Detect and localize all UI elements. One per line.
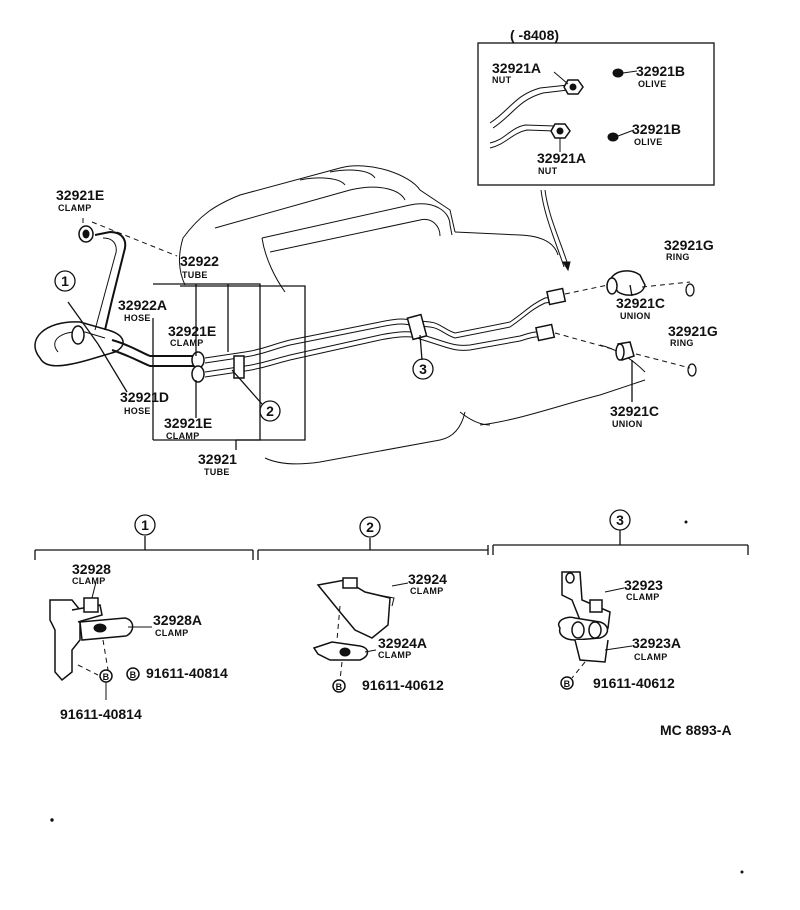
d1-bolt-right: 91611-40814 [146, 665, 228, 681]
clamp-e-top-desc: CLAMP [58, 203, 92, 213]
inset-olive-top-part: 32921B [636, 63, 685, 79]
tube-bottom-part: 32921 [198, 451, 237, 467]
callout-1-main-label: 1 [61, 273, 69, 289]
ring-bottom-part: 32921G [668, 323, 718, 339]
leader-lines [67, 218, 633, 450]
d2-bolt-marker: B [336, 682, 343, 692]
d2-clamp-desc: CLAMP [410, 586, 444, 596]
clamp-e-low-desc: CLAMP [166, 431, 200, 441]
detail-1-number: 1 [141, 517, 149, 533]
ring-bottom-icon [687, 363, 697, 377]
olive-top-icon [612, 68, 624, 78]
d1-clamp-desc: CLAMP [72, 576, 106, 586]
union-top-icon [609, 270, 646, 296]
callout-3-main-label: 3 [419, 361, 427, 377]
clamp-e-low-part: 32921E [164, 415, 212, 431]
inset-olive-bottom-part: 32921B [632, 121, 681, 137]
ring-top-part: 32921G [664, 237, 714, 253]
d3-clamp-a-part: 32923A [632, 635, 681, 651]
clamp-e-mid-part: 32921E [168, 323, 216, 339]
d2-clamp-part: 32924 [408, 571, 447, 587]
d3-clamp-part: 32923 [624, 577, 663, 593]
ring-top-icon [685, 283, 695, 297]
clamp-32928-icon [83, 597, 99, 613]
callout-3-main [412, 358, 434, 380]
d2-bolt-icon [332, 679, 346, 693]
union-top-desc: UNION [620, 311, 651, 321]
d3-bolt: 91611-40612 [593, 675, 675, 691]
d1-clamp-a-part: 32928A [153, 612, 202, 628]
callout-2-main [259, 400, 281, 422]
clamp-3-location [406, 313, 428, 341]
d2-bolt: 91611-40612 [362, 677, 444, 693]
hose-d-desc: HOSE [124, 406, 151, 416]
union-bottom-part: 32921C [610, 403, 659, 419]
tube-top-desc: TUBE [182, 270, 208, 280]
tube-top-part: 32922 [180, 253, 219, 269]
callout-1-main [54, 270, 76, 292]
detail-dividers [34, 530, 749, 560]
detail-2-marker [359, 516, 381, 538]
bolt-right-icon [126, 667, 140, 681]
inset-nut-top-part: 32921A [492, 60, 541, 76]
engine-outline [179, 165, 646, 465]
hose-a-desc: HOSE [124, 313, 151, 323]
detail-1: B B 32928 CLAMP 32928A CLAMP 91611-40814… [49, 561, 228, 722]
detail-1-marker [134, 514, 156, 536]
d3-clamp-a-desc: CLAMP [634, 652, 668, 662]
union-top-part: 32921C [616, 295, 665, 311]
inset-nut-top-desc: NUT [492, 75, 512, 85]
d1-clamp-a-desc: CLAMP [155, 628, 189, 638]
d3-bolt-marker: B [564, 679, 571, 689]
detail-3-number: 3 [616, 512, 624, 528]
clamp-e-low-icon [191, 365, 205, 383]
d3-clamp-desc: CLAMP [626, 592, 660, 602]
detail-2-number: 2 [366, 519, 374, 535]
bracket-32928-icon [49, 599, 81, 682]
hose-d-part: 32921D [120, 389, 169, 405]
inset-olive-top-desc: OLIVE [638, 79, 667, 89]
figure-code: MC 8893-A [660, 722, 732, 738]
d1-clamp-part: 32928 [72, 561, 111, 577]
detail-3-marker [609, 509, 631, 531]
hose-32922a [94, 230, 127, 331]
tube-bottom-desc: TUBE [204, 467, 230, 477]
d1-bolt-bottom: 91611-40814 [60, 706, 142, 722]
ring-top-desc: RING [666, 252, 690, 262]
fuel-tube-assembly [34, 225, 697, 383]
inset-frame [477, 42, 715, 186]
detail-3: B 32923 CLAMP 32923A CLAMP 91611-40612 [558, 571, 681, 691]
inset-nut-bottom-part: 32921A [537, 150, 586, 166]
d2-clamp-a-part: 32924A [378, 635, 427, 651]
inset-detail: ( -8408) 32921A NUT 32921B OLIVE 32921B … [477, 27, 715, 186]
d2-clamp-a-desc: CLAMP [378, 650, 412, 660]
olive-bottom-icon [607, 132, 619, 142]
ring-bottom-desc: RING [670, 338, 694, 348]
d3-bolt-icon [560, 676, 574, 690]
bolt-right-marker: B [130, 670, 137, 680]
bolt-bottom-marker: B [103, 672, 110, 682]
union-bottom-desc: UNION [612, 419, 643, 429]
inset-nut-bottom-desc: NUT [538, 166, 558, 176]
inset-title: ( -8408) [510, 27, 559, 43]
inset-olive-bottom-desc: OLIVE [634, 137, 663, 147]
callout-2-main-label: 2 [266, 403, 274, 419]
clamp-e-top-part: 32921E [56, 187, 104, 203]
hose-a-part: 32922A [118, 297, 167, 313]
clamp-e-mid-desc: CLAMP [170, 338, 204, 348]
detail-2: B 32924 CLAMP 32924A CLAMP 91611-40612 [312, 571, 447, 693]
